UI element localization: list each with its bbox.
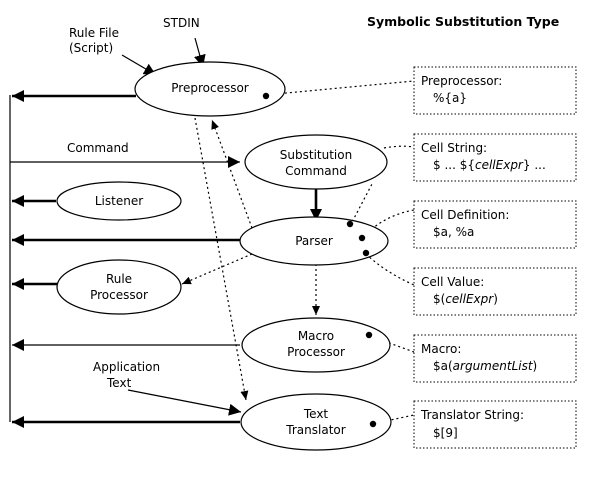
node-listener: Listener — [56, 181, 182, 221]
node-substitution-command: Substitution Command — [244, 134, 388, 190]
box-macro: Macro: $a(argumentList) — [413, 334, 577, 383]
box-preprocessor: Preprocessor: %{a} — [413, 66, 577, 115]
application-text-arrow — [127, 389, 242, 416]
box-cell-value-value: $(cellExpr) — [433, 292, 498, 306]
rule-file-label-line2: (Script) — [69, 41, 113, 55]
listener-label: Listener — [95, 194, 143, 208]
rule-file-arrow — [121, 54, 157, 76]
box-cell-definition-value: $a, %a — [433, 225, 474, 239]
diagram-title: Symbolic Substitution Type — [367, 14, 559, 29]
stdin-label: STDIN — [163, 16, 200, 30]
parser-to-rule-processor-dashed — [181, 253, 253, 285]
macro-label-line1: Macro — [298, 329, 334, 343]
box-translator-string: Translator String: $[9] — [413, 400, 577, 449]
box-macro-value: $a(argumentList) — [433, 359, 537, 373]
box-cell-value-title: Cell Value: — [421, 275, 484, 289]
box-cell-string-title: Cell String: — [421, 141, 487, 155]
box-cell-definition-title: Cell Definition: — [421, 208, 509, 222]
substitution-label-line1: Substitution — [280, 148, 352, 162]
connector-cell-string — [383, 145, 415, 149]
connector-parser-subst — [349, 183, 373, 227]
parser-dot-3 — [362, 249, 370, 257]
node-macro-processor: Macro Processor — [241, 317, 391, 373]
box-cell-definition: Cell Definition: $a, %a — [413, 200, 577, 249]
text-translator-label-line1: Text — [303, 407, 329, 421]
parser-dot-2 — [358, 234, 366, 242]
box-macro-title: Macro: — [421, 342, 461, 356]
preprocessor-to-translator-dashed — [194, 117, 249, 401]
text-translator-label-line2: Translator — [285, 423, 345, 437]
node-text-translator: Text Translator — [240, 393, 392, 451]
parser-label: Parser — [295, 234, 333, 248]
box-cell-value: Cell Value: $(cellExpr) — [413, 267, 577, 316]
box-cell-string-value: $ ... ${cellExpr} ... — [433, 158, 546, 172]
application-text-label-line2: Text — [106, 376, 132, 390]
box-cell-string: Cell String: $ ... ${cellExpr} ... — [413, 133, 577, 182]
parser-to-preprocessor-dashed — [211, 119, 253, 229]
command-label: Command — [67, 141, 129, 155]
substitution-label-line2: Command — [285, 164, 347, 178]
macro-dot — [365, 331, 373, 339]
parser-dot-1 — [346, 220, 354, 228]
box-translator-string-title: Translator String: — [420, 408, 524, 422]
rule-file-label-line1: Rule File — [69, 26, 119, 40]
box-preprocessor-value: %{a} — [433, 91, 467, 105]
preprocessor-dot — [262, 92, 270, 100]
node-preprocessor: Preprocessor — [134, 61, 286, 117]
box-translator-string-value: $[9] — [433, 426, 458, 440]
rule-processor-label-line1: Rule — [106, 272, 132, 286]
translator-dot — [369, 420, 377, 428]
connector-preprocessor — [264, 80, 415, 96]
rule-processor-label-line2: Processor — [90, 288, 148, 302]
node-parser: Parser — [239, 216, 389, 266]
macro-label-line2: Processor — [287, 345, 345, 359]
connector-cell-value — [365, 253, 415, 286]
preprocessor-label: Preprocessor — [171, 81, 249, 95]
box-preprocessor-title: Preprocessor: — [421, 74, 502, 88]
connector-translator-string — [371, 414, 415, 425]
node-rule-processor: Rule Processor — [56, 259, 182, 315]
application-text-label-line1: Application — [93, 360, 160, 374]
